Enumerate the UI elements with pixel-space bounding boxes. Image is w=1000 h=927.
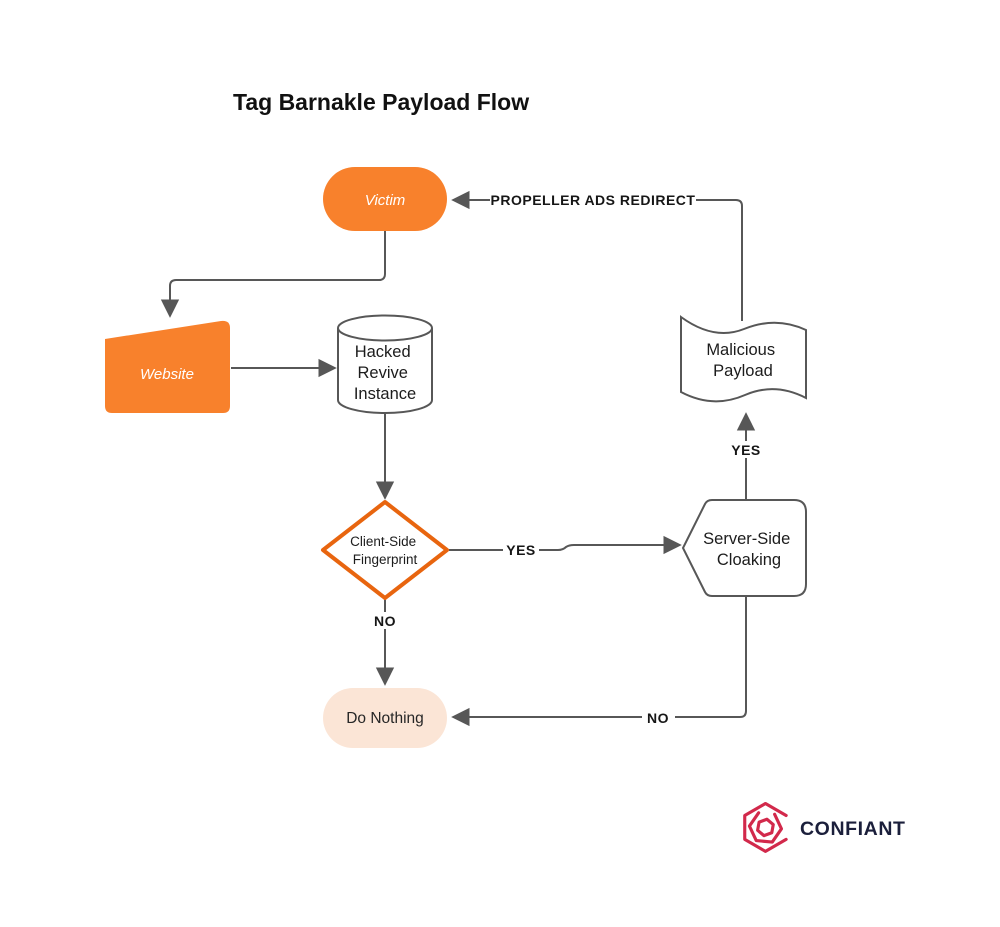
diagram-title: Tag Barnakle Payload Flow — [233, 89, 529, 115]
client-fingerprint-node: Client-Side Fingerprint — [321, 500, 449, 600]
edge-cloaking-no — [451, 596, 747, 727]
no-fingerprint-label-bg — [369, 612, 401, 629]
edge-payload-to-victim — [451, 190, 743, 321]
fingerprint-diamond-shape — [321, 500, 449, 600]
revive-cylinder-body — [337, 328, 433, 414]
server-cloaking-node: Server-Side Cloaking — [681, 499, 807, 597]
confiant-logo-text: CONFIANT — [800, 818, 906, 840]
website-node: Website — [105, 320, 230, 413]
cloaking-label-line2: Cloaking — [717, 551, 781, 569]
website-label: Website — [140, 366, 194, 383]
revive-label-line1: Hacked — [355, 343, 411, 361]
payload-label-line2: Payload — [713, 362, 773, 380]
do-nothing-node: Do Nothing — [323, 688, 447, 748]
payload-label-line1: Malicious — [706, 341, 775, 359]
yes-cloaking-label: YES — [731, 442, 761, 458]
connectors — [160, 190, 756, 727]
no-cloaking-label-bg — [642, 709, 675, 726]
no-cloaking-label: NO — [647, 710, 669, 726]
edge-labels: PROPELLER ADS REDIRECT YES YES NO NO — [369, 191, 764, 726]
confiant-logo: CONFIANT — [743, 801, 906, 853]
revive-cylinder-top — [337, 314, 433, 342]
hacked-revive-node: Hacked Revive Instance — [337, 314, 433, 414]
website-shape — [105, 320, 230, 413]
payload-shape — [680, 315, 807, 403]
victim-shape — [323, 167, 447, 231]
do-nothing-shape — [323, 688, 447, 748]
yes-fingerprint-label: YES — [506, 542, 536, 558]
victim-label: Victim — [365, 192, 406, 209]
propeller-redirect-label: PROPELLER ADS REDIRECT — [491, 192, 696, 208]
no-fingerprint-label: NO — [374, 613, 396, 629]
fingerprint-label-line1: Client-Side — [350, 534, 416, 549]
cloaking-label-line1: Server-Side — [703, 530, 790, 548]
revive-label-line3: Instance — [354, 385, 416, 403]
edge-victim-to-website — [160, 231, 386, 318]
malicious-payload-node: Malicious Payload — [680, 315, 807, 403]
payload-label: Malicious Payload — [706, 341, 779, 380]
revive-label-line2: Revive — [357, 364, 407, 382]
fingerprint-label: Client-Side Fingerprint — [350, 534, 420, 567]
cloaking-label: Server-Side Cloaking — [703, 530, 795, 569]
fingerprint-label-line2: Fingerprint — [353, 552, 418, 567]
cloaking-shape — [681, 499, 807, 597]
confiant-logo-icon — [743, 801, 788, 853]
edge-fingerprint-yes — [449, 535, 682, 555]
victim-node: Victim — [323, 167, 447, 231]
propeller-label-bg — [490, 191, 696, 209]
yes-fingerprint-label-bg — [503, 541, 539, 558]
do-nothing-label: Do Nothing — [346, 710, 424, 727]
yes-cloaking-label-bg — [728, 441, 764, 458]
revive-label: Hacked Revive Instance — [354, 343, 416, 403]
